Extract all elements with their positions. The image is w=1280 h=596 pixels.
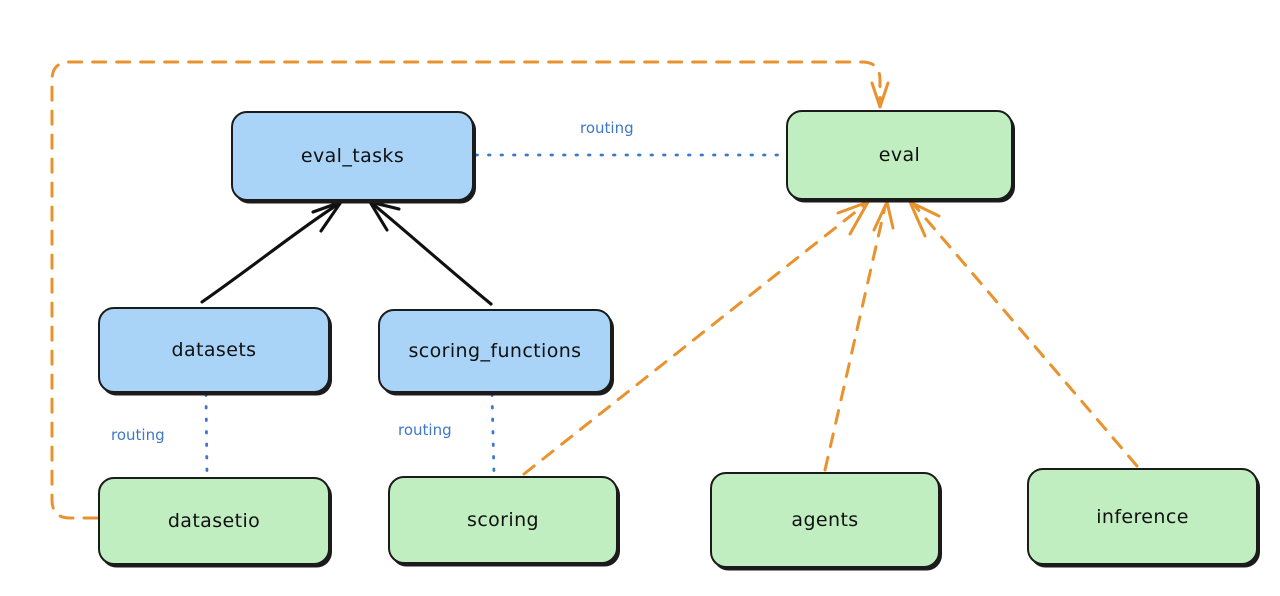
edge-inference-eval: [913, 204, 1139, 468]
node-eval-tasks[interactable]: eval_tasks: [231, 111, 474, 201]
node-inference[interactable]: inference: [1027, 468, 1258, 565]
arrowhead-agents-eval: [872, 200, 895, 232]
edge-scoring_functions-scoring: [490, 392, 496, 477]
node-label: eval_tasks: [300, 145, 405, 167]
node-datasets[interactable]: datasets: [98, 307, 330, 393]
edge-label-routing-scoring-functions-scoring: routing: [398, 421, 452, 439]
node-label: eval: [878, 144, 921, 166]
node-label: datasets: [171, 339, 257, 361]
node-label: scoring_functions: [408, 340, 582, 362]
node-agents[interactable]: agents: [710, 472, 940, 568]
node-label: agents: [791, 509, 859, 531]
node-label: inference: [1096, 505, 1189, 528]
node-eval[interactable]: eval: [786, 110, 1013, 200]
node-scoring[interactable]: scoring: [388, 476, 618, 564]
edge-datasetio-eval: [50, 60, 882, 520]
node-label: scoring: [467, 509, 539, 531]
edge-datasets-datasetio: [204, 392, 209, 478]
arrowhead-datasets-eval_tasks: [311, 200, 343, 233]
node-label: datasetio: [167, 510, 261, 532]
edge-label-routing-eval-tasks-eval: routing: [580, 119, 634, 137]
arrowhead-inference-eval: [908, 200, 941, 238]
hierarchy-edges: [200, 200, 493, 306]
node-datasetio[interactable]: datasetio: [98, 477, 330, 565]
arrowhead-scoring_functions-eval_tasks: [368, 200, 401, 232]
edge-label-routing-datasets-datasetio: routing: [111, 426, 165, 444]
arrowhead-datasetio-eval: [870, 81, 890, 109]
edge-agents-eval: [823, 205, 887, 472]
node-scoring-functions[interactable]: scoring_functions: [378, 309, 612, 393]
arrowhead-scoring-eval: [836, 200, 870, 236]
edge-datasets-eval_tasks: [200, 203, 339, 304]
edge-scoring_functions-eval_tasks: [372, 203, 493, 306]
edge-scoring-eval: [522, 204, 865, 476]
dependency-edges: [50, 60, 1139, 520]
routing-edges: [204, 153, 786, 478]
